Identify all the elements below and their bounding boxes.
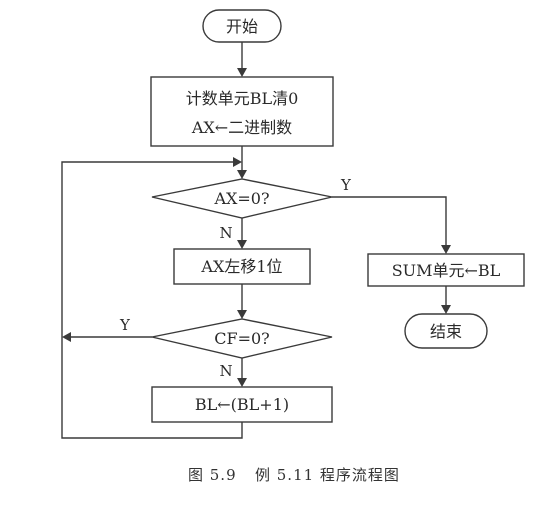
- decision-cf-label: CF=0?: [214, 329, 270, 348]
- decision-cf-zero: [151, 318, 333, 359]
- shift-label: AX左移1位: [200, 257, 282, 276]
- arrow-into-decision-ax: [237, 170, 247, 179]
- increment-process-box: [151, 386, 333, 423]
- arrow-into-sum: [441, 245, 451, 254]
- sum-label: SUM单元←BL: [392, 261, 501, 280]
- figure-title: 例 5.11 程序流程图: [255, 466, 400, 484]
- arrow-into-increment: [237, 378, 247, 387]
- branch-no-cf: N: [219, 362, 232, 380]
- decision-ax-label: AX=0?: [213, 189, 269, 208]
- init-process-box: [150, 76, 334, 147]
- arrow-into-end: [441, 305, 451, 314]
- init-line1-label: 计数单元BL清0: [186, 89, 299, 108]
- end-terminal: [404, 313, 488, 349]
- connector-decision-ax-yes: [332, 196, 447, 250]
- end-label: 结束: [430, 322, 462, 341]
- connector-loop-back: [61, 161, 243, 439]
- arrow-into-init: [237, 68, 247, 77]
- sum-process-box: [367, 253, 525, 287]
- start-terminal: [202, 9, 282, 43]
- start-label: 开始: [226, 17, 258, 36]
- increment-label: BL←(BL+1): [195, 395, 289, 414]
- arrow-loop-merge: [233, 157, 242, 167]
- decision-ax-zero: [151, 178, 333, 219]
- arrow-into-shift: [237, 240, 247, 249]
- branch-yes-cf: Y: [119, 316, 131, 334]
- branch-yes-ax: Y: [340, 176, 352, 194]
- arrow-into-decision-cf: [237, 310, 247, 319]
- init-line2-label: AX←二进制数: [191, 118, 292, 137]
- shift-process-box: [173, 248, 311, 285]
- branch-no-ax: N: [219, 224, 232, 242]
- figure-number: 图 5.9: [188, 466, 237, 484]
- arrow-cf-yes-to-loop: [62, 332, 71, 342]
